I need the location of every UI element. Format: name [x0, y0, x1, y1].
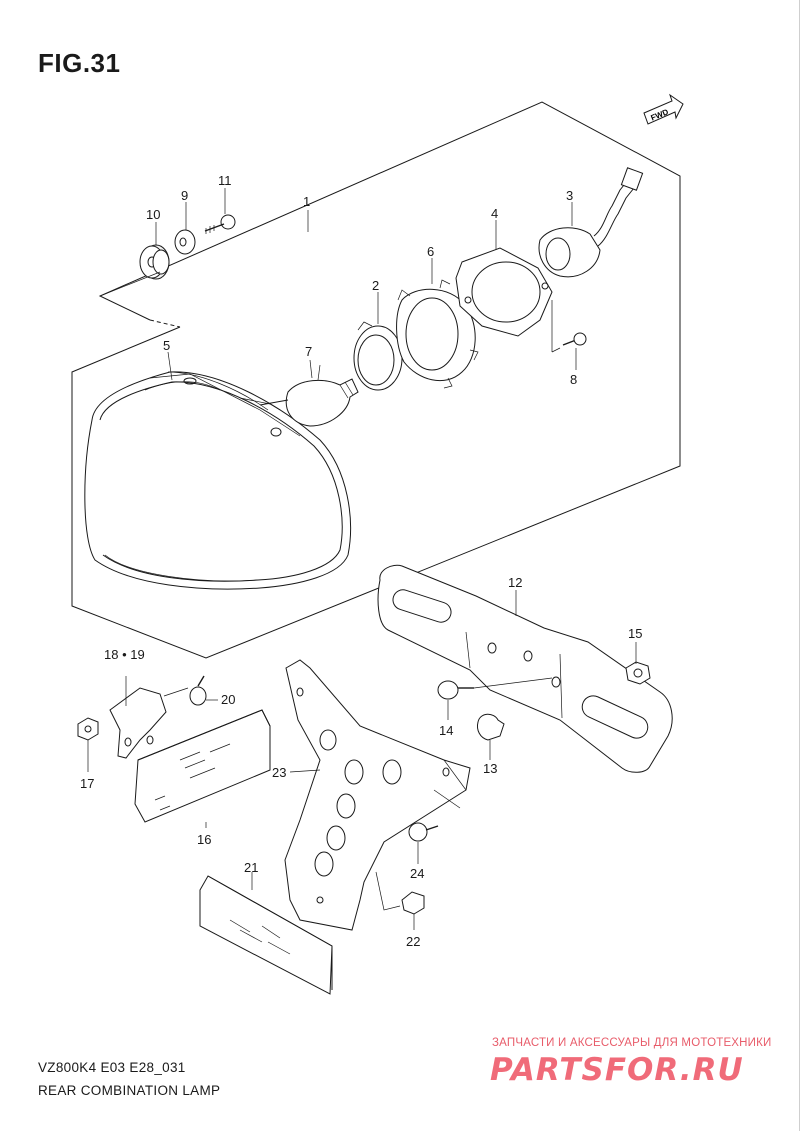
assembly-outline	[71, 101, 681, 659]
part-washer	[174, 229, 196, 255]
part-lamp-lens	[84, 371, 352, 590]
fwd-arrow-icon: FWD	[643, 93, 684, 125]
part-reflector-16	[134, 709, 271, 823]
part-number-4: 4	[491, 206, 498, 221]
part-grommet	[139, 244, 170, 280]
part-number-24: 24	[410, 866, 424, 881]
diagram-caption: REAR COMBINATION LAMP	[38, 1083, 221, 1098]
part-damper	[477, 713, 505, 741]
part-bulb-socket	[538, 167, 644, 278]
part-number-8: 8	[570, 372, 577, 387]
part-number-labels: 1 2 3 4 5 6 7 8 9 10 11 12 13 14 15 16 1…	[80, 173, 642, 949]
part-number-22: 22	[406, 934, 420, 949]
part-nut-15	[625, 661, 651, 685]
part-nut-17	[77, 717, 99, 741]
part-number-10: 10	[146, 207, 160, 222]
part-lower-bracket	[284, 659, 471, 931]
part-number-7: 7	[305, 344, 312, 359]
part-screw-8	[551, 300, 587, 353]
part-screw-14	[437, 677, 553, 700]
part-nut-22	[375, 871, 425, 915]
part-screw-11	[204, 214, 236, 234]
watermark-tagline: ЗАПЧАСТИ И АКСЕССУАРЫ ДЛЯ МОТОТЕХНИКИ	[492, 1037, 772, 1049]
part-screw-20	[189, 675, 207, 706]
part-number-16: 16	[197, 832, 211, 847]
part-number-6: 6	[427, 244, 434, 259]
part-number-21: 21	[244, 860, 258, 875]
part-number-9: 9	[181, 188, 188, 203]
part-screw-24	[408, 789, 461, 842]
part-number-15: 15	[628, 626, 642, 641]
part-reflector-bracket	[109, 676, 189, 759]
part-number-13: 13	[483, 761, 497, 776]
model-code: VZ800K4 E03 E28_031	[38, 1060, 186, 1075]
part-number-1: 1	[303, 194, 310, 209]
part-license-bracket	[377, 564, 673, 773]
part-number-12: 12	[508, 575, 522, 590]
watermark-logo: PARTSFOR.RU	[490, 1052, 744, 1088]
part-number-5: 5	[163, 338, 170, 353]
part-number-11: 11	[218, 173, 232, 188]
leader-lines	[87, 188, 637, 930]
part-gasket	[455, 247, 553, 337]
part-reflector-21	[199, 875, 333, 995]
part-bulb	[259, 364, 359, 427]
part-number-23: 23	[272, 765, 286, 780]
part-number-17: 17	[80, 776, 94, 791]
figure-title: FIG.31	[38, 48, 121, 78]
part-threaded-ring	[396, 279, 479, 389]
part-number-3: 3	[566, 188, 573, 203]
part-number-18-19: 18 • 19	[104, 647, 145, 662]
part-number-14: 14	[439, 723, 453, 738]
part-number-2: 2	[372, 278, 379, 293]
part-number-20: 20	[221, 692, 235, 707]
